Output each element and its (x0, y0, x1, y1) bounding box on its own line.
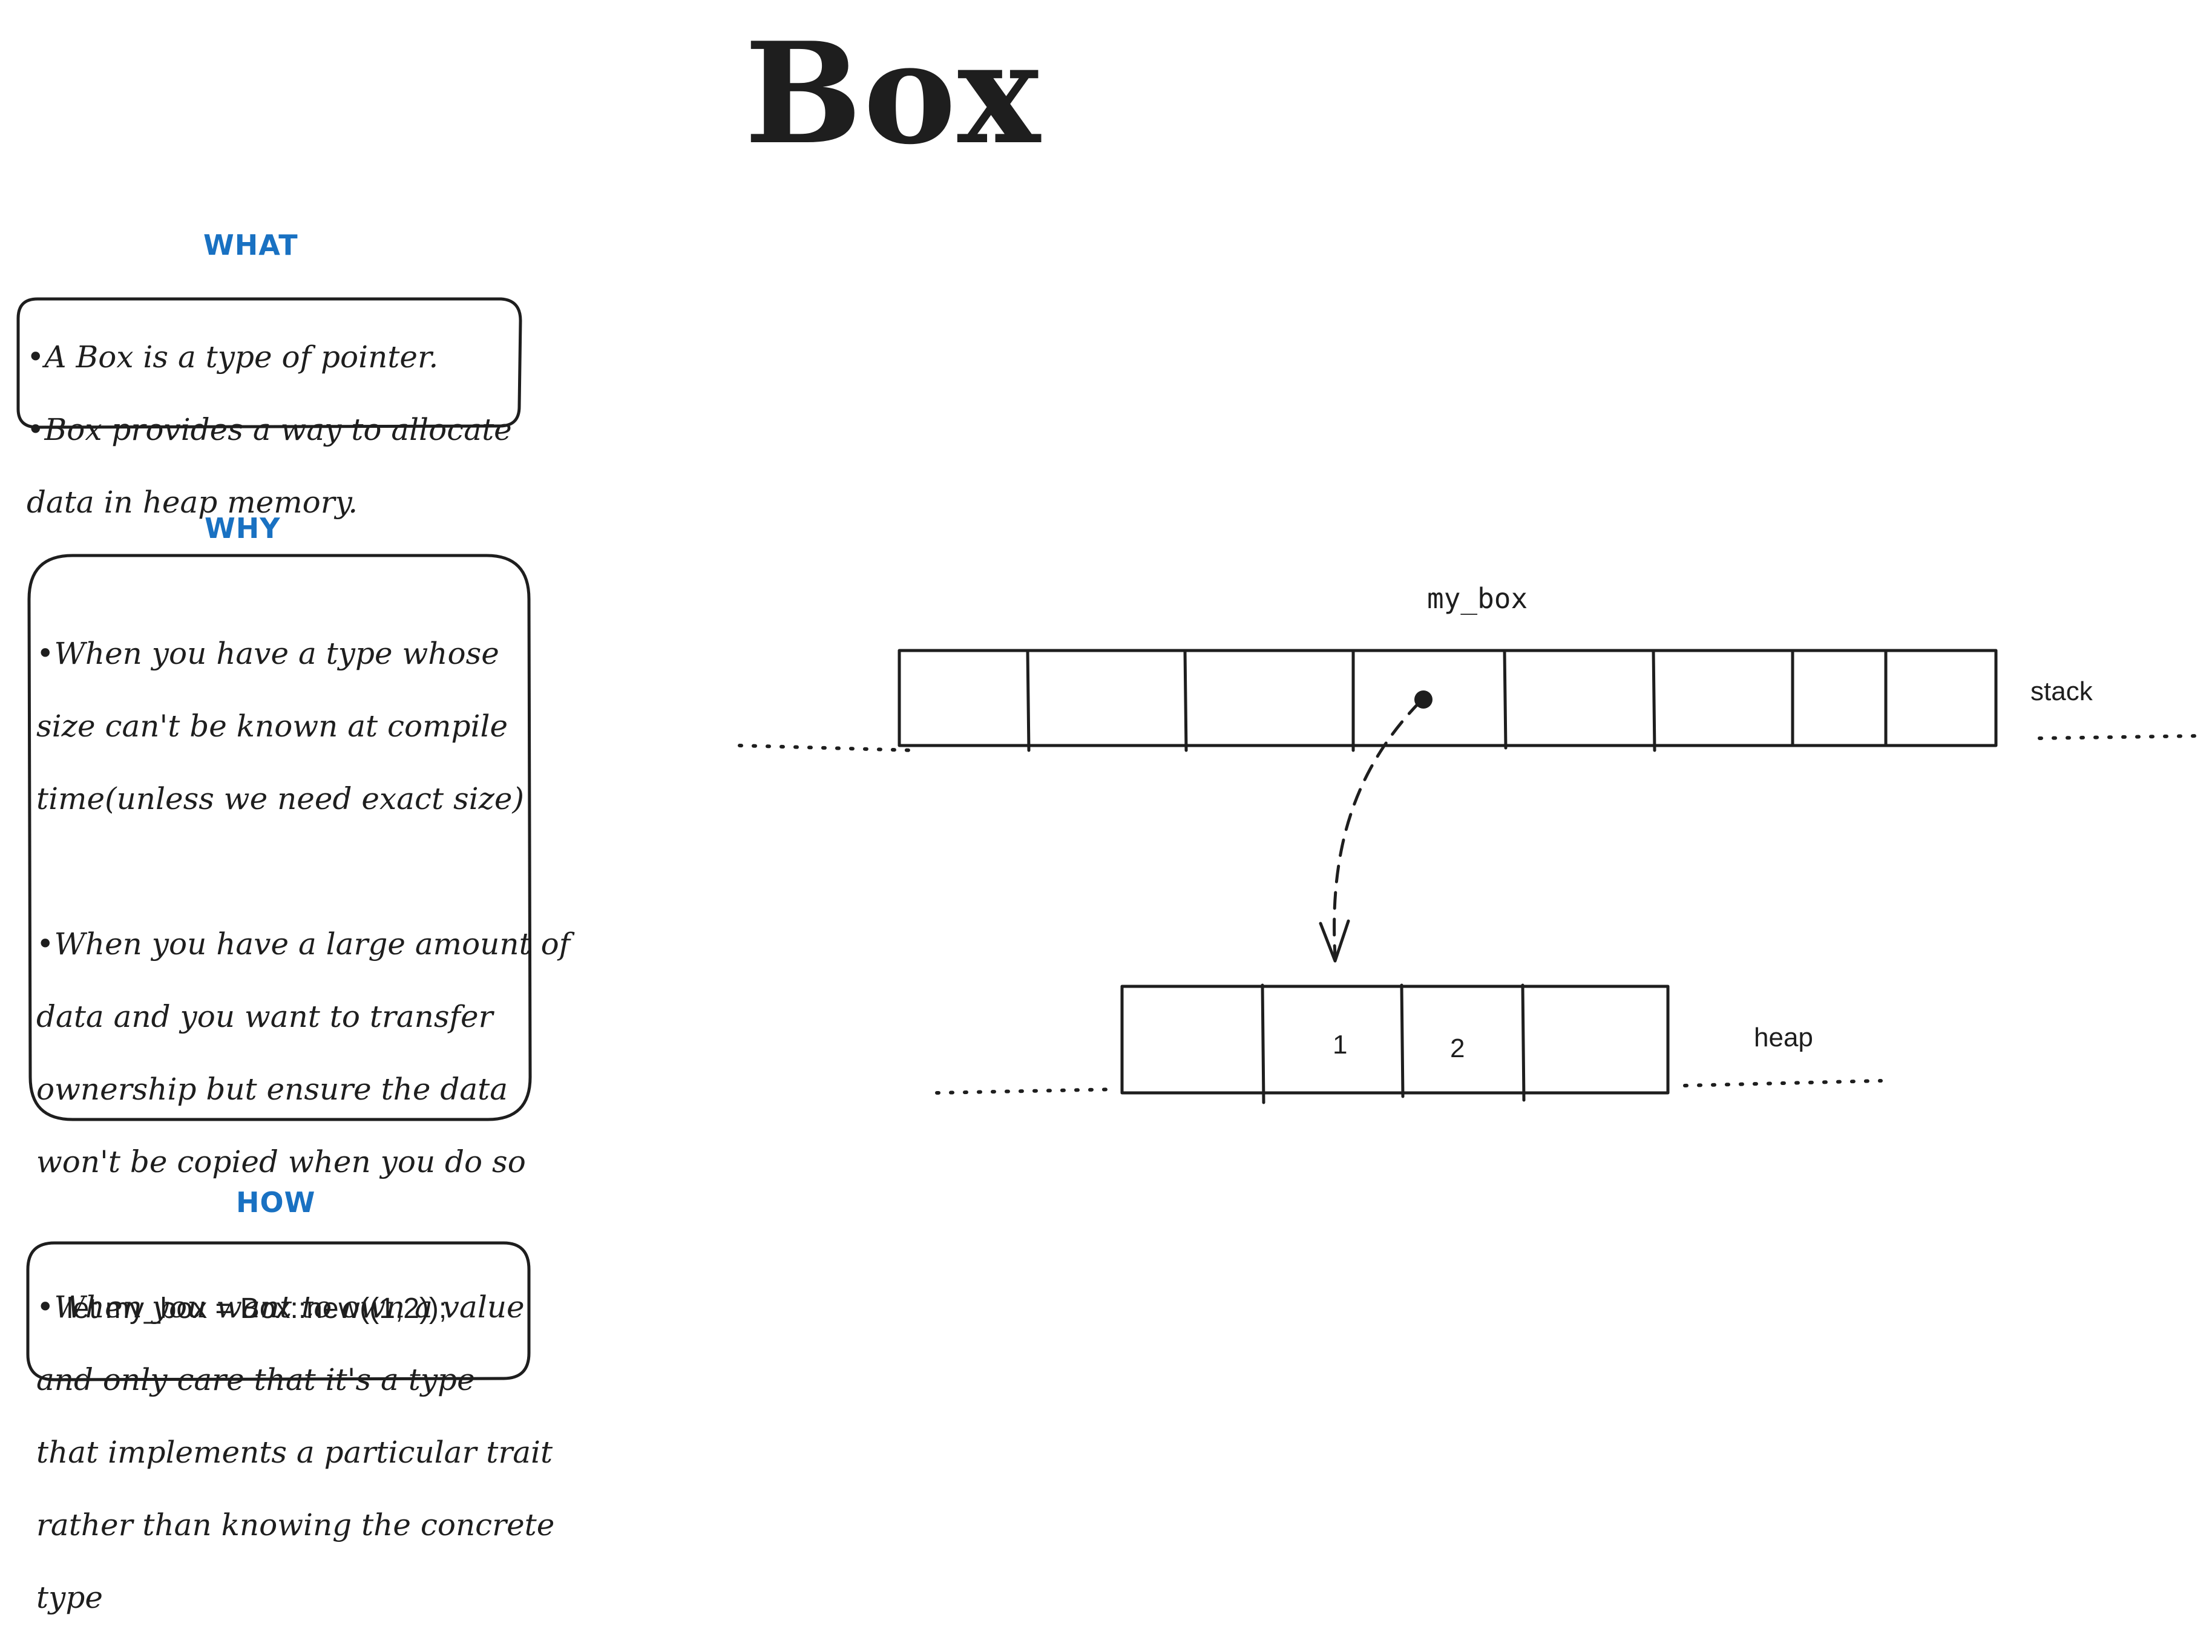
what-heading: WHAT (203, 229, 298, 261)
heap-divider (1400, 983, 1405, 1098)
page-title: Box (744, 12, 1042, 175)
heap-boundary-left (935, 1087, 1119, 1095)
why-line: data and you want to transfer (36, 999, 493, 1034)
stack-boundary-right (2038, 734, 2202, 740)
heap-row (1120, 985, 1670, 1095)
diagram-shapes (16, 297, 2202, 1382)
stack-divider (1026, 649, 1031, 752)
stack-divider (1503, 649, 1508, 750)
why-line: •When you want to own a value (36, 1290, 525, 1325)
what-box (16, 297, 522, 429)
heap-divider (1261, 983, 1265, 1104)
why-line: •When you have a large amount of (36, 926, 571, 962)
stack-boundary-left (738, 744, 916, 752)
stack-divider (1183, 649, 1188, 752)
why-line: won't be copied when you do so (36, 1144, 526, 1179)
what-line: •Box provides a way to allocate (27, 412, 512, 447)
why-line: type (36, 1580, 103, 1615)
why-line: ownership but ensure the data (36, 1072, 508, 1107)
heap-divider (1521, 983, 1526, 1102)
why-heading: WHY (205, 512, 281, 545)
arrowhead (1319, 919, 1350, 963)
heap-boundary-right (1683, 1079, 1883, 1087)
why-box (27, 554, 532, 1121)
why-line: •When you have a type whose (36, 636, 499, 671)
what-line: data in heap memory. (27, 485, 358, 520)
stack-divider (1652, 649, 1656, 752)
pointer-arrow (1333, 700, 1422, 958)
stack-label: stack (2030, 677, 2093, 706)
why-line: that implements a particular trait (36, 1435, 553, 1470)
why-line: time(unless we need exact size) (36, 781, 525, 816)
heap-value-1: 1 (1333, 1030, 1348, 1060)
heap-label: heap (1754, 1023, 1813, 1052)
heap-value-2: 2 (1450, 1034, 1465, 1063)
how-box (26, 1241, 531, 1382)
how-heading: HOW (236, 1186, 316, 1219)
why-line: size can't be known at compile (36, 709, 508, 744)
stack-row (898, 649, 1998, 747)
pointer-dot (1414, 690, 1433, 709)
stack-variable-label: my_box (1427, 582, 1528, 615)
whiteboard-canvas[interactable]: Box WHAT •A Box is a type of pointer. •B… (0, 0, 2212, 1615)
why-line: rather than knowing the concrete (36, 1507, 555, 1542)
what-text: •A Box is a type of pointer. •Box provid… (27, 303, 512, 557)
what-line: •A Box is a type of pointer. (27, 339, 439, 375)
code-snippet: let my_box = Box::new((1,2)); (67, 1293, 447, 1325)
